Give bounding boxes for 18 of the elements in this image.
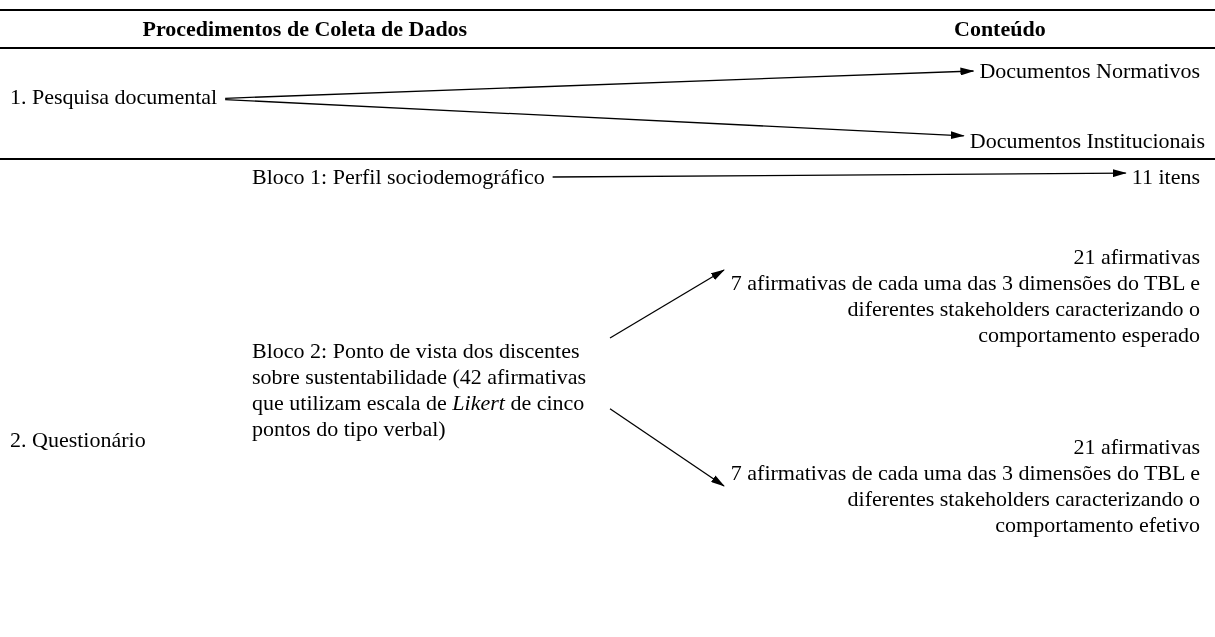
description-text: 7 afirmativas de cada uma das 3 dimensões do TBL e diferentes stakeholders caracterizando o comportamento esperado bbox=[730, 270, 1200, 348]
count-text: 21 afirmativas bbox=[1072, 434, 1200, 460]
content-text: Documentos Normativos bbox=[979, 58, 1200, 84]
count-text: 21 afirmativas bbox=[1072, 244, 1200, 270]
arrow bbox=[609, 269, 725, 339]
arrow bbox=[609, 408, 725, 487]
content-text: 1. Pesquisa documental bbox=[10, 84, 218, 110]
content-text: Documentos Institucionais bbox=[969, 128, 1205, 154]
column-header: Procedimentos de Coleta de Dados bbox=[142, 16, 468, 42]
arrow bbox=[552, 169, 1127, 178]
content-text: 11 itens bbox=[1131, 164, 1200, 190]
content-text: Bloco 2: Ponto de vista dos discentes sobre sustentabilidade (42 afirmativas que utilizam escala de Likert de cinco pontos do tipo verbal) bbox=[252, 338, 602, 442]
column-header: Conteúdo bbox=[954, 16, 1046, 42]
arrow bbox=[224, 67, 975, 99]
row-label: 2. Questionário bbox=[10, 427, 146, 453]
description-text: 7 afirmativas de cada uma das 3 dimensões do TBL e diferentes stakeholders caracterizando o comportamento efetivo bbox=[730, 460, 1200, 538]
content-text: Bloco 1: Perfil sociodemográfico bbox=[252, 164, 545, 190]
arrow bbox=[224, 98, 965, 140]
